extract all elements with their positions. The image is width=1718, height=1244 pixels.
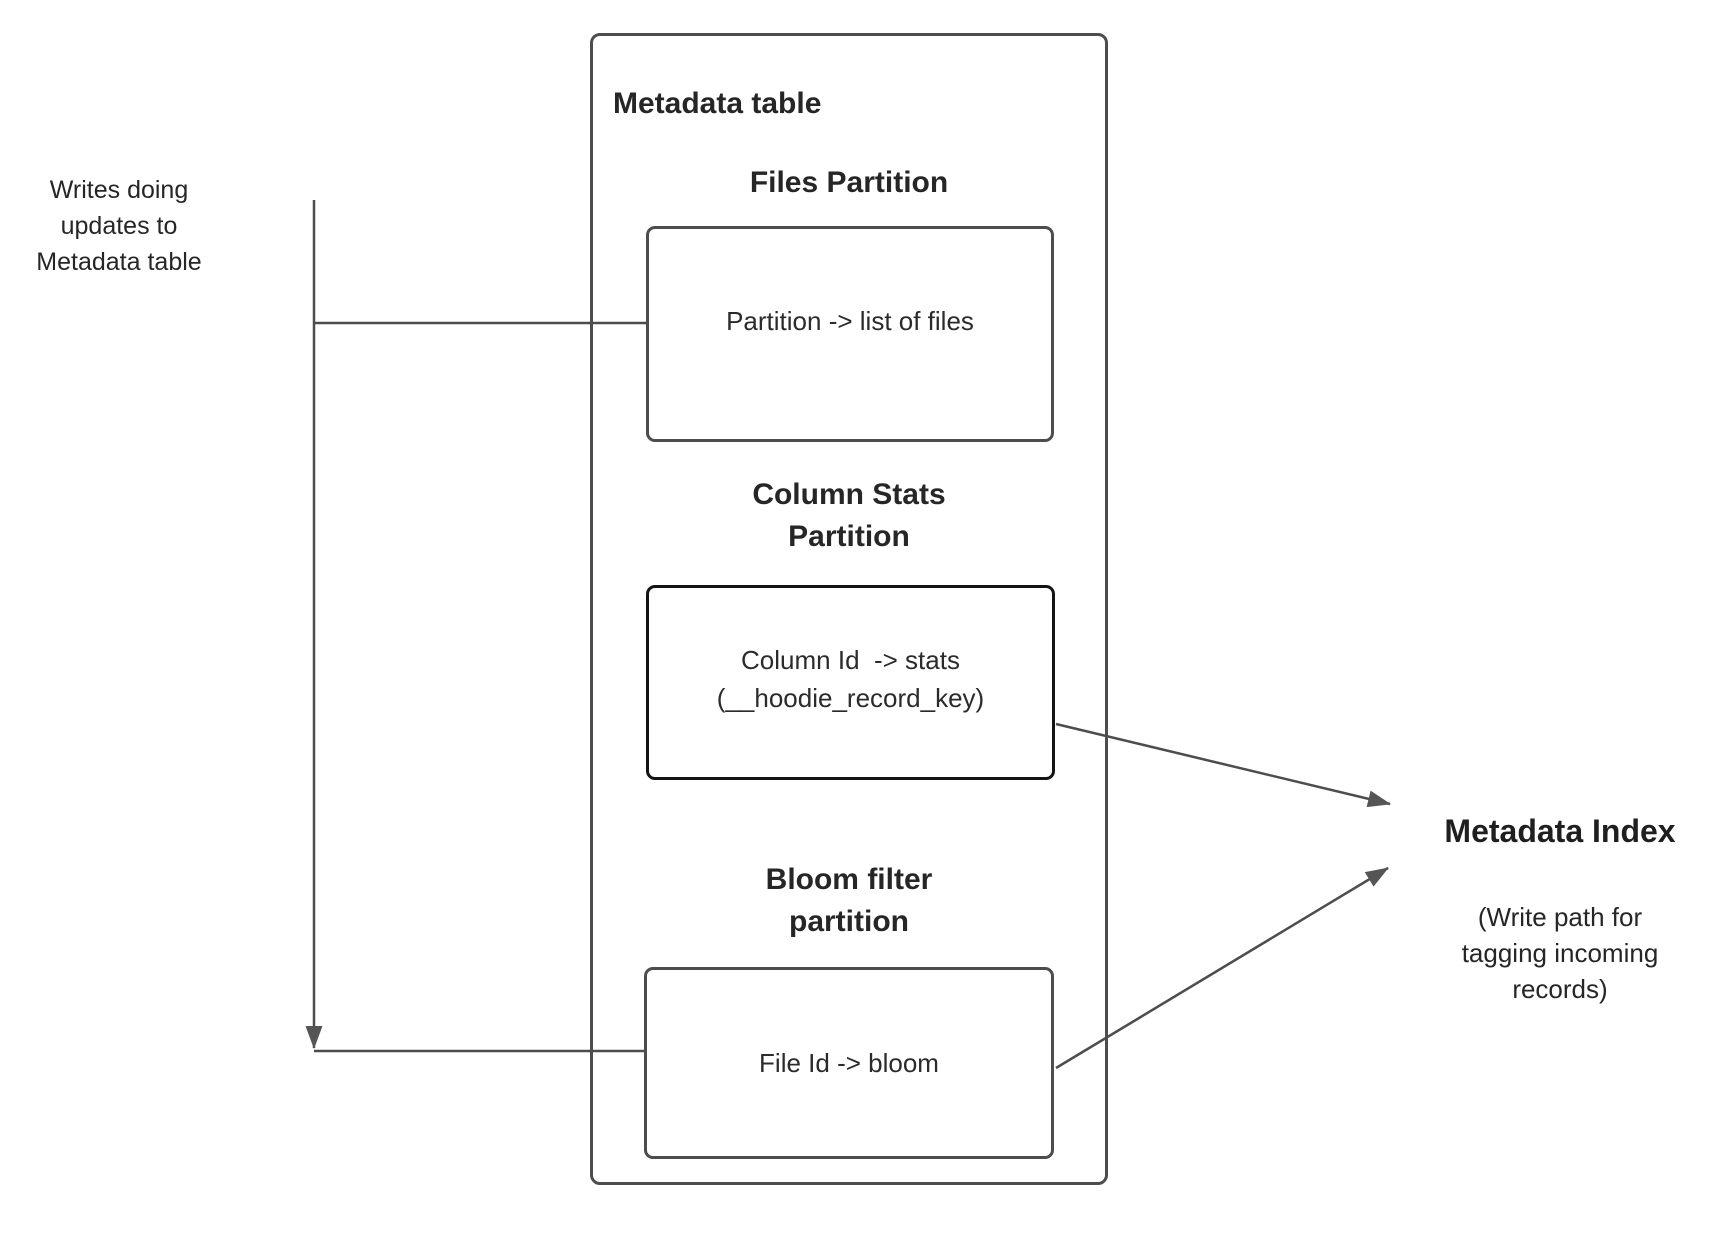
writes-annotation: Writes doing updates to Metadata table (36, 176, 202, 276)
bloom-filter-partition-box: File Id -> bloom (644, 967, 1054, 1159)
metadata-table-box (590, 33, 1108, 1185)
metadata-table-title: Metadata table (613, 87, 822, 120)
metadata-index-subtitle: (Write path for tagging incoming records… (1461, 902, 1659, 1004)
files-partition-box: Partition -> list of files (646, 226, 1054, 442)
files-partition-mapping: Partition -> list of files (726, 306, 974, 336)
column-stats-partition-box: Column Id -> stats (__hoodie_record_key) (646, 585, 1055, 780)
bloom-filter-partition-heading: Bloom filter partition (765, 863, 933, 938)
column-stats-to-index-arrow (1055, 722, 1391, 808)
column-stats-partition-mapping: Column Id -> stats (__hoodie_record_key) (716, 644, 985, 713)
files-partition-heading: Files Partition (749, 166, 949, 199)
column-stats-partition-heading: Column Stats Partition (752, 478, 946, 553)
bloom-filter-partition-mapping: File Id -> bloom (759, 1048, 939, 1078)
metadata-index-title: Metadata Index (1444, 813, 1676, 849)
bloom-to-index-arrow (1055, 866, 1389, 1070)
